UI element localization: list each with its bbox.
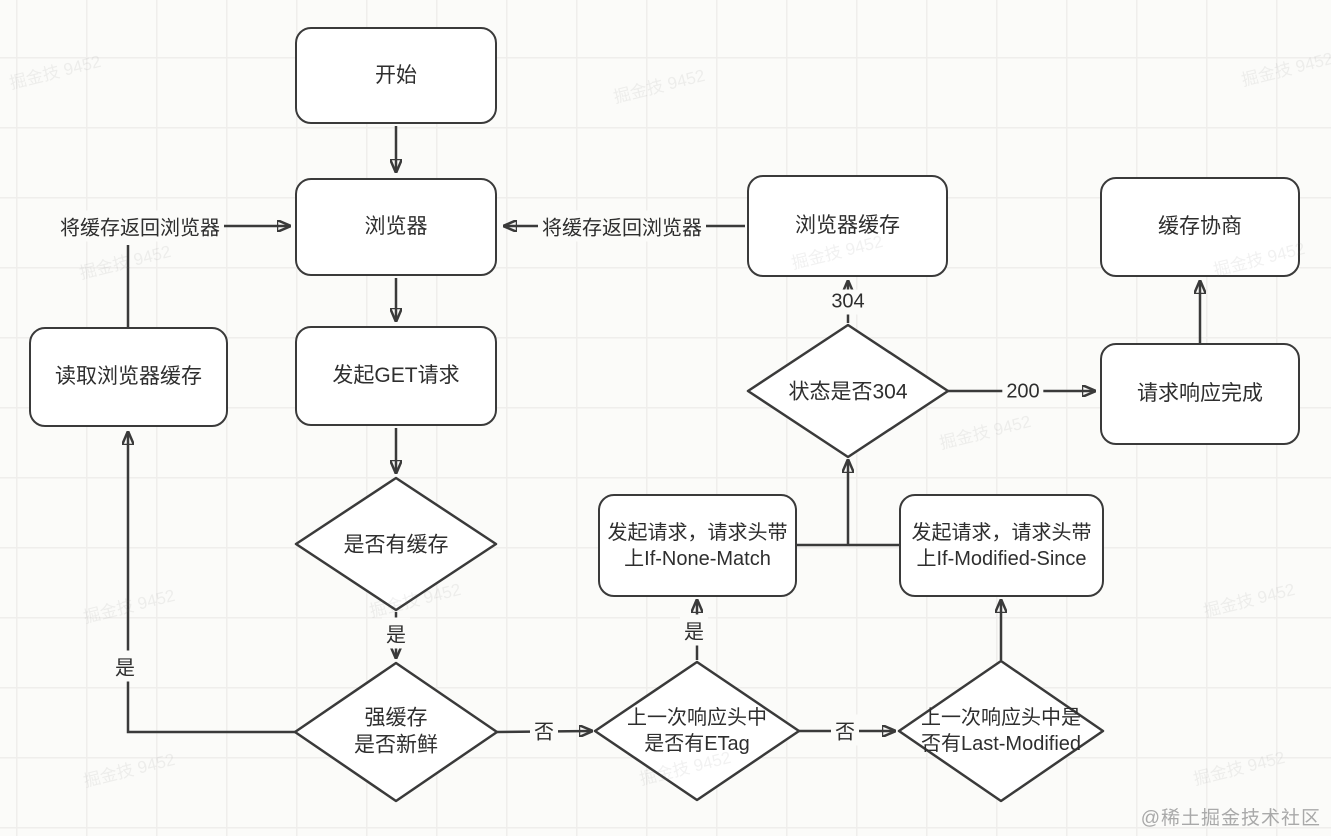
node-has-etag-label: 上一次响应头中 是否有ETag: [627, 707, 767, 755]
edge-label-yes-strong-fresh: 是: [111, 650, 139, 682]
node-request-response-complete: 请求响应完成: [1100, 343, 1300, 445]
node-browser-cache-label: 浏览器缓存: [795, 214, 900, 238]
node-cache-negotiation-label: 缓存协商: [1158, 215, 1242, 239]
edge-label-yes-has-cache: 是: [382, 617, 410, 649]
node-read-browser-cache: 读取浏览器缓存: [29, 327, 228, 427]
node-strong-cache-fresh-shape: [293, 661, 499, 803]
node-browser: 浏览器: [295, 178, 497, 276]
node-request-if-none-match: 发起请求，请求头带 上If-None-Match: [598, 494, 797, 597]
edge-if-none-match-to-status304: [797, 460, 848, 547]
edge-label-return-cache-right: 将缓存返回浏览器: [538, 210, 706, 242]
node-has-last-modified-label: 上一次响应头中是 否有Last-Modified: [920, 707, 1082, 755]
edge-label-304: 304: [827, 289, 869, 315]
node-browser-label: 浏览器: [364, 215, 428, 239]
node-browser-cache: 浏览器缓存: [747, 175, 948, 277]
node-get-request: 发起GET请求: [295, 326, 497, 426]
node-has-last-modified-shape: [897, 659, 1105, 803]
edge-label-no-strong-fresh: 否: [530, 714, 558, 746]
edge-label-no-has-etag: 否: [831, 714, 859, 746]
node-request-if-modified-since: 发起请求，请求头带 上If-Modified-Since: [899, 494, 1104, 597]
edge-strong-fresh-to-read-cache: [128, 432, 295, 734]
node-has-etag-shape: [593, 660, 801, 802]
node-start: 开始: [295, 27, 497, 124]
node-start-label: 开始: [375, 63, 417, 87]
node-get-request-label: 发起GET请求: [332, 364, 460, 388]
node-read-browser-cache-label: 读取浏览器缓存: [55, 365, 202, 389]
edge-label-yes-has-etag: 是: [680, 614, 708, 646]
node-request-if-none-match-label: 发起请求，请求头带 上If-None-Match: [607, 521, 788, 570]
node-strong-cache-fresh-label: 强缓存 是否新鲜: [354, 706, 438, 757]
node-request-if-modified-since-label: 发起请求，请求头带 上If-Modified-Since: [911, 521, 1092, 570]
site-credit: @稀土掘金技术社区: [1140, 808, 1321, 829]
node-status-is-304-shape: [746, 323, 950, 459]
node-has-cache-shape: [294, 476, 498, 612]
node-has-cache-label: 是否有缓存: [343, 533, 449, 557]
node-status-is-304-label: 状态是否304: [788, 380, 908, 404]
node-request-response-complete-label: 请求响应完成: [1137, 382, 1263, 406]
edge-label-200: 200: [1002, 379, 1044, 405]
edge-label-return-cache-left: 将缓存返回浏览器: [56, 210, 224, 242]
node-cache-negotiation: 缓存协商: [1100, 177, 1300, 277]
